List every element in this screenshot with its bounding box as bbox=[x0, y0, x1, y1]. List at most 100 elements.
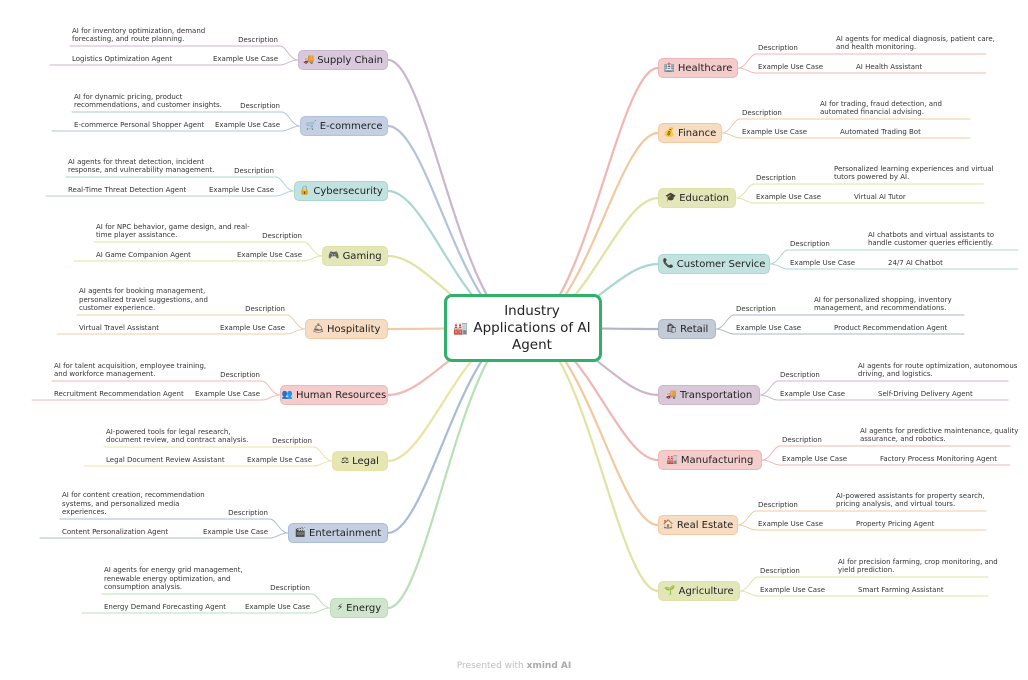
footer-credit: Presented with xmind AI bbox=[0, 661, 1028, 671]
description-text: AI agents for booking management, person… bbox=[79, 287, 208, 313]
example-connector-hospitality bbox=[56, 328, 306, 335]
description-label: Description bbox=[234, 167, 274, 175]
branch-energy[interactable]: ⚡Energy bbox=[330, 598, 388, 618]
branch-retail[interactable]: 🛍Retail bbox=[658, 319, 716, 339]
description-label: Description bbox=[760, 567, 800, 575]
desc-connector-finance bbox=[721, 118, 971, 134]
footer-prefix: Presented with bbox=[456, 661, 524, 671]
example-label: Example Use Case bbox=[194, 390, 260, 398]
desc-connector-hospitality bbox=[76, 314, 306, 330]
description-label: Description bbox=[780, 371, 820, 379]
scales-icon: ⚖ bbox=[341, 455, 350, 466]
description-label: Description bbox=[240, 102, 280, 110]
example-label: Example Use Case bbox=[236, 251, 302, 259]
example-connector-real-estate bbox=[737, 524, 987, 531]
example-use-case-text: Logistics Optimization Agent bbox=[72, 55, 173, 63]
desc-connector-legal bbox=[103, 446, 333, 462]
branch-gaming[interactable]: 🎮Gaming bbox=[322, 246, 388, 266]
branch-education[interactable]: 🎓Education bbox=[658, 188, 736, 208]
description-text: AI-powered tools for legal research, doc… bbox=[106, 427, 249, 445]
example-label: Example Use Case bbox=[758, 520, 824, 528]
desc-connector-e-commerce bbox=[71, 111, 301, 127]
example-label: Example Use Case bbox=[208, 186, 274, 194]
example-use-case-text: E-commerce Personal Shopper Agent bbox=[74, 121, 205, 129]
example-label: Example Use Case bbox=[244, 603, 310, 611]
branch-label: Energy bbox=[346, 602, 382, 614]
description-text: AI agents for energy grid management, re… bbox=[104, 566, 243, 592]
desc-connector-transportation bbox=[759, 380, 1009, 396]
factory-icon: 🏭 bbox=[453, 320, 468, 335]
branch-human-resources[interactable]: 👥Human Resources bbox=[280, 385, 388, 405]
branch-entertainment[interactable]: 🎬Entertainment bbox=[288, 523, 388, 543]
description-text: Personalized learning experiences and vi… bbox=[834, 164, 994, 182]
example-use-case-text: Content Personalization Agent bbox=[62, 528, 169, 536]
branch-label: Cybersecurity bbox=[313, 185, 383, 197]
example-use-case-text: Product Recommendation Agent bbox=[834, 324, 948, 332]
example-connector-gaming bbox=[73, 255, 323, 262]
desc-connector-cybersecurity bbox=[65, 176, 295, 192]
example-use-case-text: Recruitment Recommendation Agent bbox=[54, 390, 184, 398]
branch-supply-chain[interactable]: 🚚Supply Chain bbox=[298, 50, 388, 70]
graduation-cap-icon: 🎓 bbox=[665, 192, 677, 203]
description-text: AI agents for threat detection, incident… bbox=[68, 157, 215, 175]
branch-e-commerce[interactable]: 🛒E-commerce bbox=[300, 116, 388, 136]
description-text: AI agents for predictive maintenance, qu… bbox=[860, 426, 1019, 444]
desc-connector-healthcare bbox=[737, 53, 987, 69]
example-use-case-text: Smart Farming Assistant bbox=[858, 586, 944, 594]
example-use-case-text: Real-Time Threat Detection Agent bbox=[68, 186, 187, 194]
desc-connector-real-estate bbox=[737, 510, 987, 526]
example-connector-e-commerce bbox=[51, 125, 301, 132]
example-use-case-text: Virtual AI Tutor bbox=[854, 193, 906, 201]
plant-icon: 🌱 bbox=[664, 585, 676, 596]
branch-customer-service[interactable]: 📞Customer Service bbox=[658, 254, 770, 274]
branch-agriculture[interactable]: 🌱Agriculture bbox=[658, 581, 740, 601]
example-connector-finance bbox=[721, 132, 971, 139]
example-use-case-text: Factory Process Monitoring Agent bbox=[880, 455, 997, 463]
branch-hospitality[interactable]: 🛎Hospitality bbox=[305, 319, 388, 339]
example-label: Example Use Case bbox=[214, 121, 280, 129]
example-label: Example Use Case bbox=[202, 528, 268, 536]
description-label: Description bbox=[756, 174, 796, 182]
description-label: Description bbox=[228, 509, 268, 517]
branch-healthcare[interactable]: 🏥Healthcare bbox=[658, 58, 738, 78]
description-label: Description bbox=[790, 240, 830, 248]
branch-real-estate[interactable]: 🏠Real Estate bbox=[658, 515, 738, 535]
description-text: AI for trading, fraud detection, and aut… bbox=[820, 99, 942, 117]
branch-label: Finance bbox=[677, 127, 717, 139]
branch-cybersecurity[interactable]: 🔒Cybersecurity bbox=[294, 181, 388, 201]
example-use-case-text: Legal Document Review Assistant bbox=[106, 456, 225, 464]
footer-brand: xmind AI bbox=[526, 661, 572, 671]
example-connector-supply-chain bbox=[49, 59, 299, 66]
truck-icon: 🚚 bbox=[302, 54, 315, 65]
example-connector-retail bbox=[715, 328, 965, 335]
example-use-case-text: AI Health Assistant bbox=[856, 63, 923, 71]
desc-connector-human-resources bbox=[51, 380, 281, 396]
branch-connector-healthcare bbox=[521, 66, 660, 330]
description-label: Description bbox=[220, 371, 260, 379]
example-use-case-text: Property Pricing Agent bbox=[856, 520, 935, 528]
description-label: Description bbox=[245, 305, 285, 313]
desc-connector-energy bbox=[101, 593, 331, 609]
branch-label: Supply Chain bbox=[317, 54, 384, 66]
example-connector-energy bbox=[81, 607, 331, 614]
lightning-icon: ⚡ bbox=[336, 602, 344, 613]
example-connector-legal bbox=[83, 460, 333, 467]
branch-label: Human Resources bbox=[295, 389, 387, 401]
branch-label: Hospitality bbox=[327, 323, 381, 335]
desc-connector-supply-chain bbox=[69, 45, 299, 61]
branch-label: Manufacturing bbox=[680, 454, 754, 466]
gamepad-icon: 🎮 bbox=[328, 250, 340, 261]
example-use-case-text: 24/7 AI Chatbot bbox=[888, 259, 943, 267]
branch-transportation[interactable]: 🚚Transportation bbox=[658, 385, 760, 405]
example-connector-cybersecurity bbox=[45, 190, 295, 197]
phone-icon: 📞 bbox=[662, 258, 674, 269]
branch-legal[interactable]: ⚖Legal bbox=[332, 451, 388, 471]
branch-finance[interactable]: 💰Finance bbox=[658, 123, 722, 143]
desc-connector-entertainment bbox=[59, 518, 289, 534]
desc-connector-manufacturing bbox=[761, 445, 1011, 461]
branch-label: Entertainment bbox=[309, 527, 382, 539]
central-topic[interactable]: 🏭Industry Applications of AI Agent bbox=[444, 294, 602, 362]
desc-connector-gaming bbox=[93, 241, 323, 257]
example-label: Example Use Case bbox=[758, 63, 824, 71]
branch-manufacturing[interactable]: 🏭Manufacturing bbox=[658, 450, 762, 470]
